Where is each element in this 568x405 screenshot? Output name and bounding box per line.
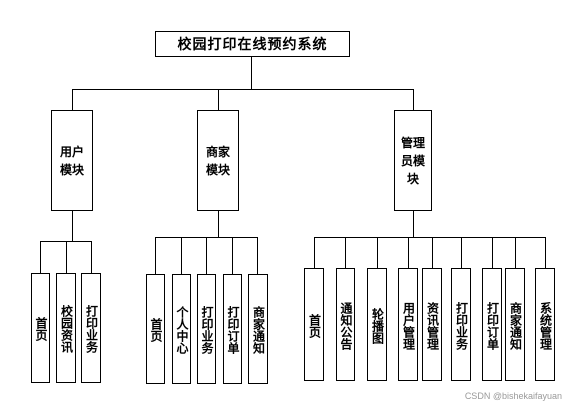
connector — [251, 57, 252, 90]
connector — [314, 237, 315, 268]
user-leaf-print-business: 打印业务 — [81, 273, 101, 383]
connector — [432, 237, 433, 268]
merchant-leaf-home: 首页 — [146, 274, 165, 384]
admin-leaf-system-management: 系统管理 — [535, 268, 555, 381]
merchant-leaf-merchant-notice: 商家通知 — [248, 274, 268, 384]
admin-leaf-notice-announcement: 通知公告 — [336, 268, 355, 381]
module-admin-box: 管理员模块 — [394, 110, 432, 211]
connector — [91, 241, 92, 273]
merchant-leaf-print-orders: 打印订单 — [223, 274, 242, 384]
user-leaf-campus-news: 校园资讯 — [56, 273, 76, 383]
connector — [257, 237, 258, 274]
admin-leaf-home: 首页 — [304, 268, 324, 381]
connector — [218, 211, 219, 238]
merchant-leaf-print-business: 打印业务 — [197, 274, 216, 384]
connector — [66, 241, 67, 273]
connector — [461, 237, 462, 268]
connector — [413, 211, 414, 238]
connector — [377, 237, 378, 268]
connector — [155, 237, 156, 274]
connector — [545, 237, 546, 268]
admin-leaf-print-business: 打印业务 — [451, 268, 471, 381]
module-user-label: 用户模块 — [59, 144, 84, 177]
connector — [408, 237, 409, 268]
connector — [218, 89, 219, 110]
connector — [72, 89, 73, 110]
connector — [314, 237, 546, 238]
admin-leaf-user-management: 用户管理 — [398, 268, 418, 381]
admin-leaf-news-management: 资讯管理 — [422, 268, 442, 381]
module-merchant-box: 商家模块 — [197, 110, 239, 211]
module-user-box: 用户模块 — [51, 110, 93, 211]
connector — [515, 237, 516, 268]
merchant-leaf-personal-center: 个人中心 — [172, 274, 191, 384]
connector — [72, 89, 414, 90]
connector — [40, 241, 41, 273]
watermark-text: CSDN @bishekaifayuan — [464, 391, 562, 401]
module-merchant-label: 商家模块 — [205, 144, 230, 177]
connector — [492, 237, 493, 268]
connector — [413, 89, 414, 110]
user-leaf-home: 首页 — [31, 273, 50, 383]
admin-leaf-print-orders: 打印订单 — [482, 268, 502, 381]
admin-leaf-carousel: 轮播图 — [367, 268, 387, 381]
module-admin-label: 管理员模块 — [400, 135, 425, 186]
connector — [345, 237, 346, 268]
connector — [232, 237, 233, 274]
admin-leaf-merchant-notice: 商家通知 — [505, 268, 525, 381]
connector — [181, 237, 182, 274]
connector — [72, 211, 73, 242]
connector — [206, 237, 207, 274]
root-system-box: 校园打印在线预约系统 — [155, 31, 350, 57]
